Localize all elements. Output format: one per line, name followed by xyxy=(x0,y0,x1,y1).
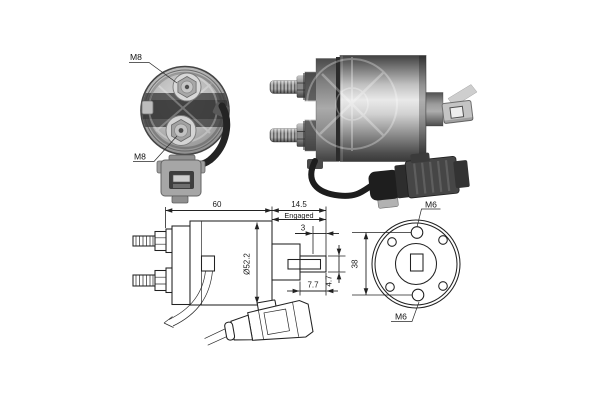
connector-bottom-tab xyxy=(171,195,189,204)
solenoid-body-cylinder xyxy=(340,55,426,162)
bolt-threads xyxy=(135,236,154,246)
wire-curve-1 xyxy=(168,270,206,320)
stud-boss-bottom xyxy=(303,121,316,150)
body-right-shade xyxy=(419,55,426,162)
flange-boss-circle xyxy=(394,242,438,286)
flange-view-drawing: 38 M6 M6 xyxy=(351,200,461,322)
drawing-plunger-collar xyxy=(271,243,301,281)
pigtail-connector-rear xyxy=(156,154,206,204)
dim-3-label: 3 xyxy=(301,224,306,233)
flange-center-slot xyxy=(409,253,424,272)
side-view-drawing: 60 14.5 Engaged 3 Ø52.2 7.7 4.7 xyxy=(132,200,346,346)
rivet-hole-upper-left xyxy=(387,237,397,247)
m6-hole-bottom xyxy=(411,288,425,302)
connector-boot-cap xyxy=(224,321,236,341)
spade-terminal-tab xyxy=(141,100,154,115)
bolt-shaft xyxy=(132,235,156,247)
dim-38-label: 38 xyxy=(351,259,360,268)
connector-housing xyxy=(247,299,314,341)
body-left-highlight xyxy=(340,55,343,162)
bolt-threads xyxy=(135,275,154,286)
drawing-terminal-top xyxy=(132,228,173,254)
nut-facets xyxy=(155,237,166,245)
washer xyxy=(165,228,173,254)
dim-diameter-label: Ø52.2 xyxy=(243,253,252,275)
brand-watermark-side xyxy=(306,57,398,151)
connector-inner-rect xyxy=(263,308,290,335)
drawing-connector xyxy=(204,299,314,346)
m8-leader-bottom xyxy=(133,135,178,162)
washer xyxy=(165,267,173,294)
flange-dimensions: 38 M6 M6 xyxy=(351,200,441,322)
dim-7p7-label: 7.7 xyxy=(307,281,319,290)
pigtail-connector-side xyxy=(368,152,470,209)
drawing-terminal-bottom xyxy=(132,267,173,294)
m6-label-top: M6 xyxy=(425,200,437,210)
nut xyxy=(154,269,167,292)
dim-14p5-label: 14.5 xyxy=(291,200,307,209)
stud-center xyxy=(184,84,190,90)
rear-view-photo: M8 M8 xyxy=(129,52,231,204)
wire-arrowhead xyxy=(163,316,174,328)
rivet-hole-upper-right xyxy=(438,235,448,245)
drawing-plunger-rod xyxy=(299,255,327,273)
flange-outer-circle xyxy=(371,219,461,309)
rivet-hole-lower-right xyxy=(438,281,448,291)
plunger-tab xyxy=(441,99,474,124)
terminal-stud-top xyxy=(172,72,202,102)
nut-facets xyxy=(155,276,166,285)
dim-60-label: 60 xyxy=(213,200,222,209)
drawing-wire xyxy=(163,270,213,328)
m8-label-bottom: M8 xyxy=(134,152,146,162)
plunger-tab-hole xyxy=(449,105,465,119)
connector-pin-slot-2 xyxy=(173,184,190,188)
connector-boot xyxy=(368,169,401,201)
connector-ribs xyxy=(413,160,451,195)
plunger-boss xyxy=(425,92,444,127)
connector-latch xyxy=(410,152,430,164)
dim-4p7-label: 4.7 xyxy=(325,275,334,287)
pigtail-cable-side xyxy=(308,158,376,199)
nut xyxy=(154,230,167,252)
stud-boss-top xyxy=(303,73,316,100)
drawing-plunger-slot xyxy=(287,258,322,270)
bolt-shaft xyxy=(132,274,156,287)
terminal-bracket-plate xyxy=(171,225,191,306)
wire-curve-2 xyxy=(172,270,213,327)
rivet-hole-lower-left xyxy=(385,282,395,292)
m6-hole-top xyxy=(410,226,424,239)
m8-label-top: M8 xyxy=(130,52,142,62)
connector-wires xyxy=(204,328,227,346)
m6-label-bottom: M6 xyxy=(395,312,407,322)
flange-rim-circle xyxy=(374,222,458,306)
stud-shaft-shade xyxy=(270,80,302,94)
dimensions: 60 14.5 Engaged 3 Ø52.2 7.7 4.7 xyxy=(165,200,346,304)
connector-inner-lines xyxy=(258,302,299,340)
connector-tip xyxy=(453,160,470,189)
side-view-photo xyxy=(269,55,478,209)
stud-shaft-shade xyxy=(270,128,302,142)
cap-body-seam xyxy=(336,57,341,161)
drawing-wire-grommet xyxy=(200,255,216,272)
m6-leader-top xyxy=(416,208,441,228)
plunger-tab-shadow xyxy=(443,117,474,124)
connector-pin-slot xyxy=(172,174,191,183)
stud-center xyxy=(178,128,184,133)
m6-leader-bottom xyxy=(391,301,420,322)
contact-band-core xyxy=(142,100,228,119)
dim-engaged-label: Engaged xyxy=(284,211,313,220)
terminal-stud-bottom xyxy=(165,115,197,146)
m8-leader-top xyxy=(129,62,178,84)
